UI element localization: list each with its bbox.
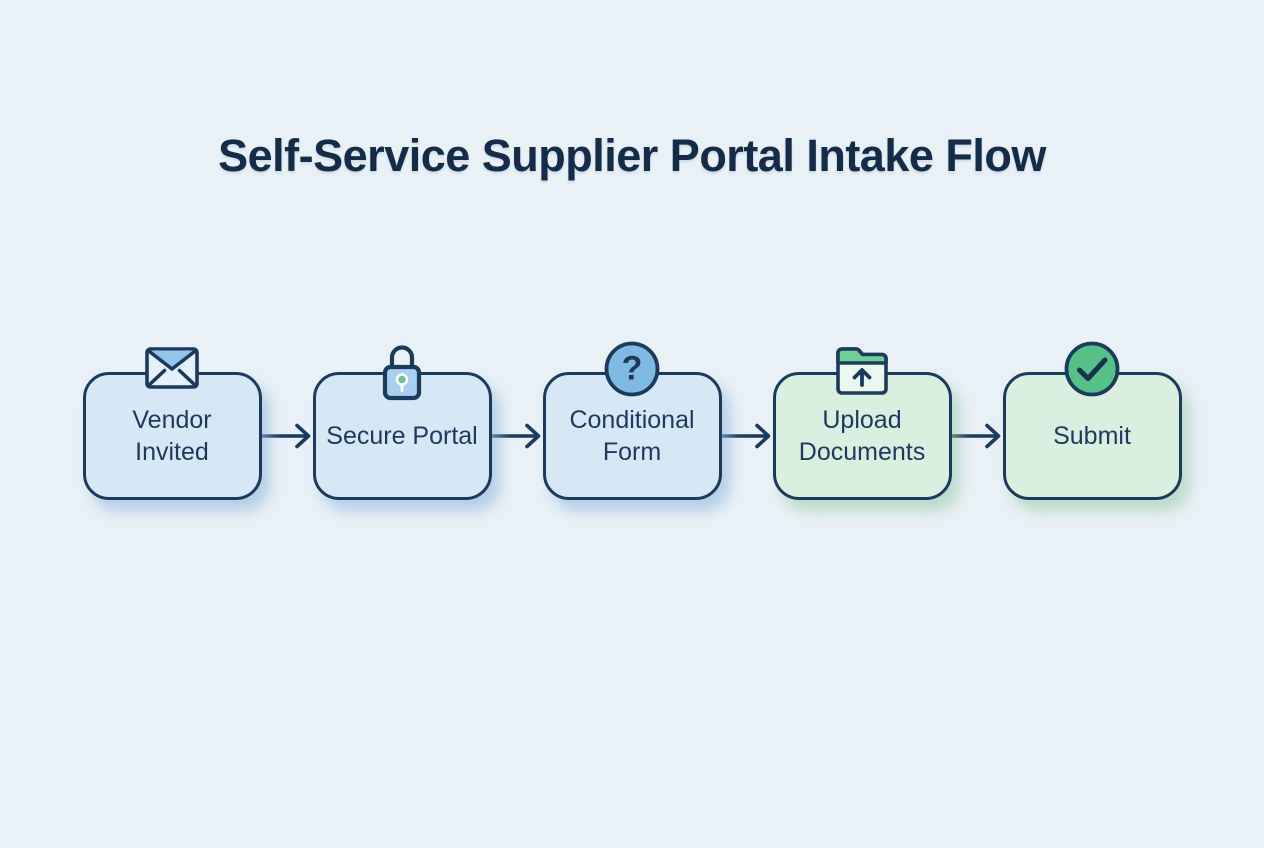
- step-secure-portal: Secure Portal: [312, 345, 492, 500]
- check-icon: [1063, 340, 1121, 398]
- arrow-right-icon: [490, 422, 543, 450]
- arrow-right-icon: [260, 422, 313, 450]
- question-icon: ?: [603, 340, 661, 398]
- svg-text:?: ?: [622, 350, 643, 388]
- step-label: Submit: [1053, 422, 1131, 450]
- step-vendor-invited: Vendor Invited: [82, 347, 262, 500]
- flow-diagram: Vendor Invited Secure Portal: [0, 341, 1264, 500]
- step-label: Conditional Form: [569, 406, 695, 466]
- step-label: Upload Documents: [798, 406, 926, 466]
- arrow-right-icon: [950, 422, 1003, 450]
- arrow-right-icon: [720, 422, 773, 450]
- envelope-icon: [144, 346, 200, 390]
- folder-upload-icon: [832, 340, 892, 398]
- step-submit: Submit: [1002, 341, 1182, 500]
- lock-icon: [377, 340, 427, 402]
- step-conditional-form: ? Conditional Form: [542, 341, 722, 500]
- step-label: Vendor Invited: [132, 406, 212, 466]
- step-label: Secure Portal: [326, 422, 478, 450]
- step-upload-documents: Upload Documents: [772, 347, 952, 500]
- page-title: Self-Service Supplier Portal Intake Flow: [218, 130, 1046, 181]
